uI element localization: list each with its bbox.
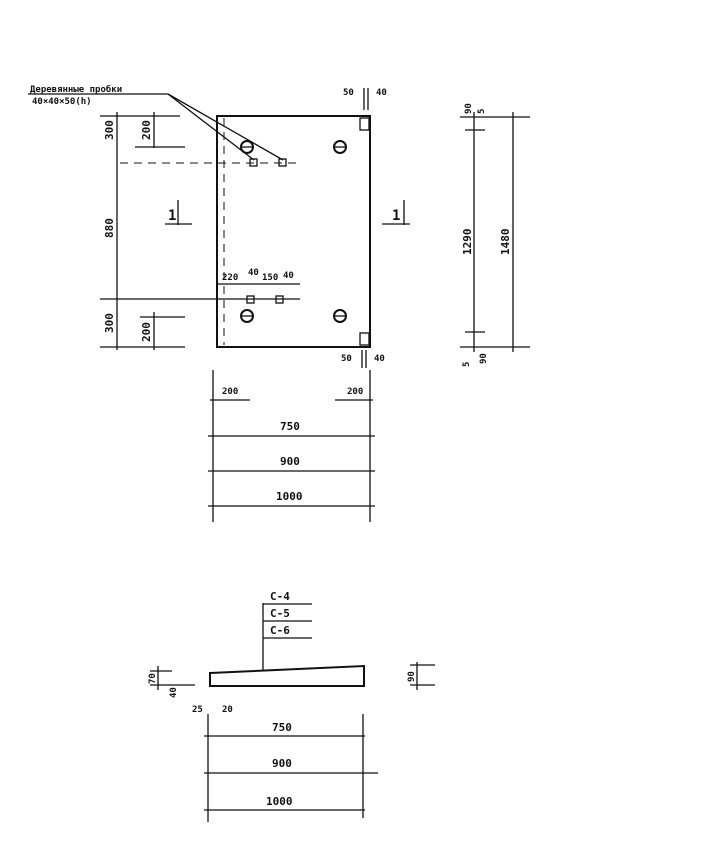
corner-dim-top-40: 40 [376,88,387,98]
section-mark-right: 1 [382,200,410,225]
plug-dim-40b: 40 [283,271,294,281]
dim-1480: 1480 [499,229,512,256]
dim-5-bottom: 5 [462,362,472,367]
dim-880: 880 [103,218,116,238]
mounting-hole-icon [240,140,347,323]
plug-dim-40a: 40 [248,268,259,278]
section-mark-left: 1 [165,200,192,225]
corner-dim-bottom-50: 50 [341,354,352,364]
section-label-c6: С-6 [270,624,290,637]
section-label-c5: С-5 [270,607,290,620]
dim-200-left: 200 [222,387,238,397]
callout-size: 40×40×50(h) [32,97,92,107]
left-dimensions: 300 880 300 200 200 [100,112,185,350]
section-dim-750: 750 [272,721,292,734]
dim-5-top: 5 [477,109,487,114]
slab-profile [209,664,365,687]
corner-notch-bottom [359,332,370,346]
dim-90-top: 90 [464,103,474,114]
corner-dim-top-50: 50 [343,88,354,98]
right-dimensions: 90 5 1290 1480 5 90 [460,103,530,367]
dim-1000: 1000 [276,490,303,503]
leader-line-2 [167,93,284,161]
dim-300-top: 300 [103,120,116,140]
svg-text:1: 1 [392,208,400,224]
section-dim-1000: 1000 [266,795,293,808]
slab-section: С-4 С-5 С-6 70 40 90 25 20 750 900 1000 [148,590,435,822]
wooden-plugs-callout: Деревянные пробки 40×40×50(h) [28,84,284,161]
dim-90: 90 [407,671,417,682]
plug-dim-220: 220 [222,273,238,283]
dim-900: 900 [280,455,300,468]
dim-300-bottom: 300 [103,313,116,333]
panel-outline [216,115,371,348]
dim-70: 70 [148,673,158,684]
corner-dim-bottom-40: 40 [374,354,385,364]
section-label-c4: С-4 [270,590,290,603]
plug-dim-150: 150 [262,273,278,283]
dim-200-top: 200 [140,120,153,140]
leader-line-1 [167,93,255,161]
dim-1290: 1290 [461,229,474,256]
dim-40: 40 [169,687,179,698]
svg-text:1: 1 [168,208,176,224]
dim-20: 20 [222,705,233,715]
dim-200-right: 200 [347,387,363,397]
dim-750: 750 [280,420,300,433]
dim-200-bottom: 200 [140,322,153,342]
corner-notch-top [359,117,370,131]
panel-plan: 220 40 150 40 [100,115,371,348]
dim-25: 25 [192,705,203,715]
callout-title: Деревянные пробки [30,84,122,95]
plan-width-dimensions: 200 200 750 900 1000 [208,370,375,522]
dim-90-bottom: 90 [479,353,489,364]
section-dim-900: 900 [272,757,292,770]
